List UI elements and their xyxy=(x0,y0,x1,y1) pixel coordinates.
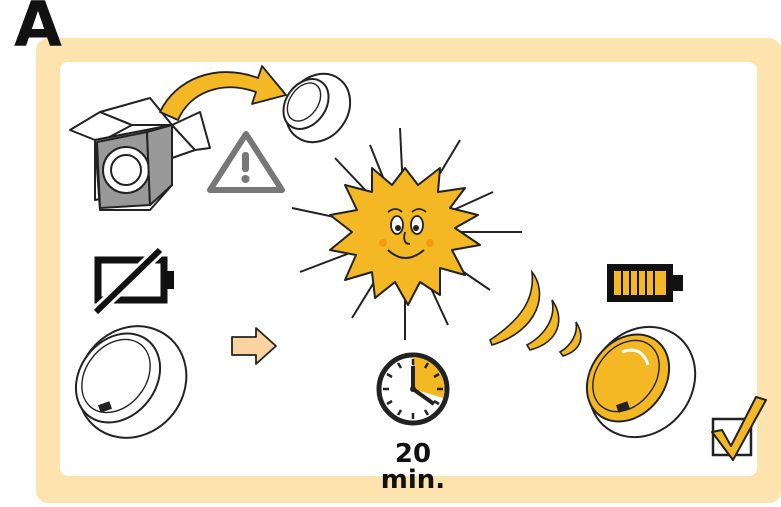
curved-arrow-icon xyxy=(160,66,286,120)
right-arrow-icon xyxy=(232,328,276,364)
checkmark-icon xyxy=(712,397,766,460)
light-rays-icon xyxy=(490,272,581,356)
battery-full-icon xyxy=(607,264,683,302)
device-charged-icon xyxy=(567,306,717,459)
device-icon xyxy=(273,61,363,154)
sun-icon xyxy=(292,128,522,340)
duration-label: 20 min. xyxy=(360,441,466,493)
battery-empty-icon xyxy=(96,250,174,312)
clock-icon xyxy=(379,355,447,423)
warning-icon xyxy=(210,134,282,190)
open-box-icon xyxy=(70,98,210,210)
device-icon xyxy=(55,304,208,459)
